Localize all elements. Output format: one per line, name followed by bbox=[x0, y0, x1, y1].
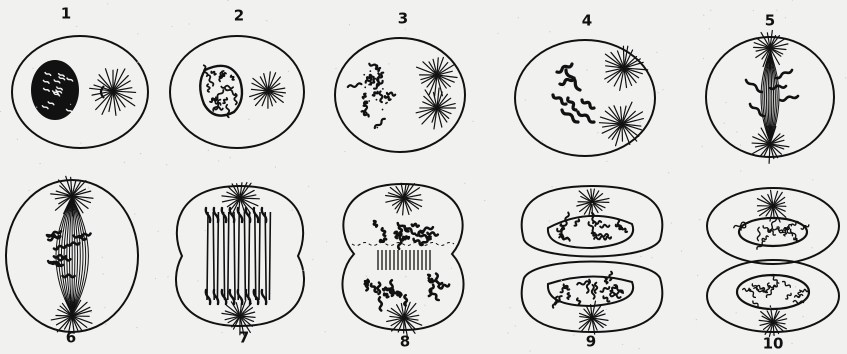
stage-label-8: 8 bbox=[400, 335, 410, 350]
aster-icon bbox=[605, 46, 648, 90]
cell-daughter-cells-icon bbox=[707, 188, 839, 336]
stage-label-1: 1 bbox=[61, 7, 71, 22]
aster-icon bbox=[90, 69, 136, 116]
cell-interphase-icon bbox=[12, 36, 148, 148]
aster-icon bbox=[416, 88, 455, 129]
cell-telophase-icon bbox=[342, 183, 463, 336]
cell-metaphase-icon bbox=[6, 176, 138, 332]
cell-early-prophase-icon bbox=[170, 36, 304, 148]
aster-icon bbox=[250, 72, 286, 108]
stage-label-4: 4 bbox=[582, 14, 592, 29]
cell-late-prophase-icon bbox=[515, 40, 655, 156]
stage-label-6: 6 bbox=[66, 331, 76, 346]
stage-label-5: 5 bbox=[765, 14, 775, 29]
cell-prometaphase-icon bbox=[706, 30, 834, 163]
aster-icon bbox=[386, 183, 422, 215]
stage-label-3: 3 bbox=[398, 12, 408, 27]
stage-label-7: 7 bbox=[239, 331, 249, 346]
stage-label-2: 2 bbox=[234, 9, 244, 24]
aster-icon bbox=[417, 57, 457, 96]
cell-prophase-icon bbox=[335, 38, 465, 152]
cell-late-telophase-icon bbox=[522, 186, 663, 334]
aster-icon bbox=[599, 102, 643, 146]
cell-anaphase-icon bbox=[176, 183, 304, 335]
stage-label-9: 9 bbox=[586, 335, 596, 350]
stage-label-10: 10 bbox=[763, 337, 784, 352]
